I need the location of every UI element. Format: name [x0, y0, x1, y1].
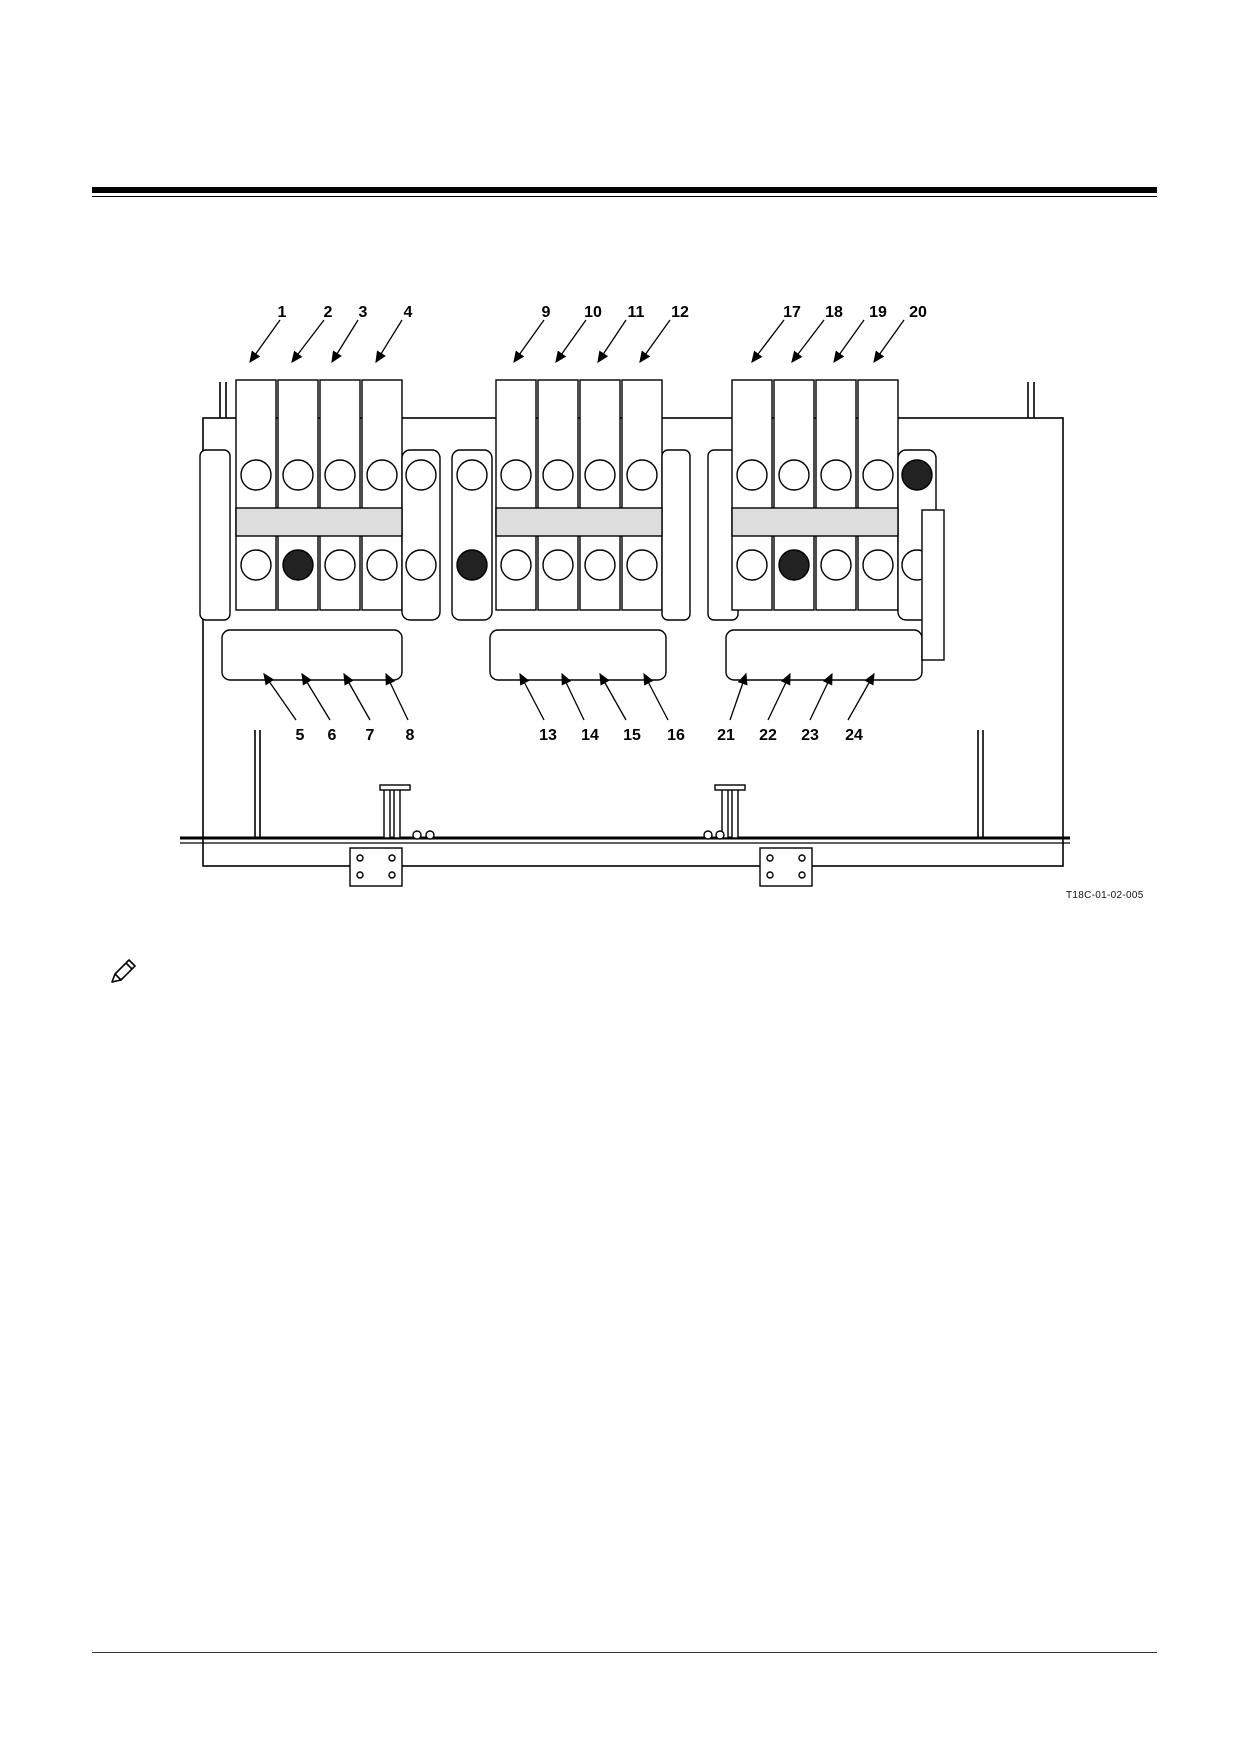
callout-18: 18 [825, 304, 843, 321]
callout-8: 8 [406, 727, 415, 744]
callout-4: 4 [404, 304, 413, 321]
callout-5: 5 [296, 727, 305, 744]
callout-14: 14 [581, 727, 599, 744]
callout-1: 1 [278, 304, 287, 321]
header-rule-thick [92, 187, 1157, 193]
mount-brackets [349, 784, 813, 887]
header-rule-thin [92, 196, 1157, 197]
callout-labels: 1 2 3 4 9 10 11 12 17 18 19 20 5 6 7 8 1… [278, 304, 927, 744]
callout-21: 21 [717, 727, 735, 744]
callout-15: 15 [623, 727, 641, 744]
callout-17: 17 [783, 304, 801, 321]
callout-23: 23 [801, 727, 819, 744]
callout-leaders-top [249, 319, 905, 364]
callout-12: 12 [671, 304, 689, 321]
callout-3: 3 [359, 304, 368, 321]
callout-19: 19 [869, 304, 887, 321]
callout-7: 7 [366, 727, 375, 744]
pencil-note-icon [108, 955, 140, 987]
callout-24: 24 [845, 727, 863, 744]
footer-rule [92, 1652, 1157, 1653]
callout-6: 6 [328, 727, 337, 744]
valve-bank-middle [451, 379, 691, 681]
callout-9: 9 [542, 304, 551, 321]
callout-11: 11 [628, 304, 645, 321]
valve-assembly-diagram: 1 2 3 4 9 10 11 12 17 18 19 20 5 6 7 8 1… [180, 304, 1070, 887]
valve-bank-right [707, 379, 945, 681]
callout-2: 2 [324, 304, 333, 321]
valve-bank-left [199, 379, 441, 681]
figure-code: T18C-01-02-005 [1066, 890, 1144, 901]
callout-10: 10 [584, 304, 602, 321]
callout-20: 20 [909, 304, 927, 321]
callout-22: 22 [759, 727, 777, 744]
callout-leaders-bottom [263, 672, 875, 721]
callout-13: 13 [539, 727, 557, 744]
callout-16: 16 [667, 727, 685, 744]
